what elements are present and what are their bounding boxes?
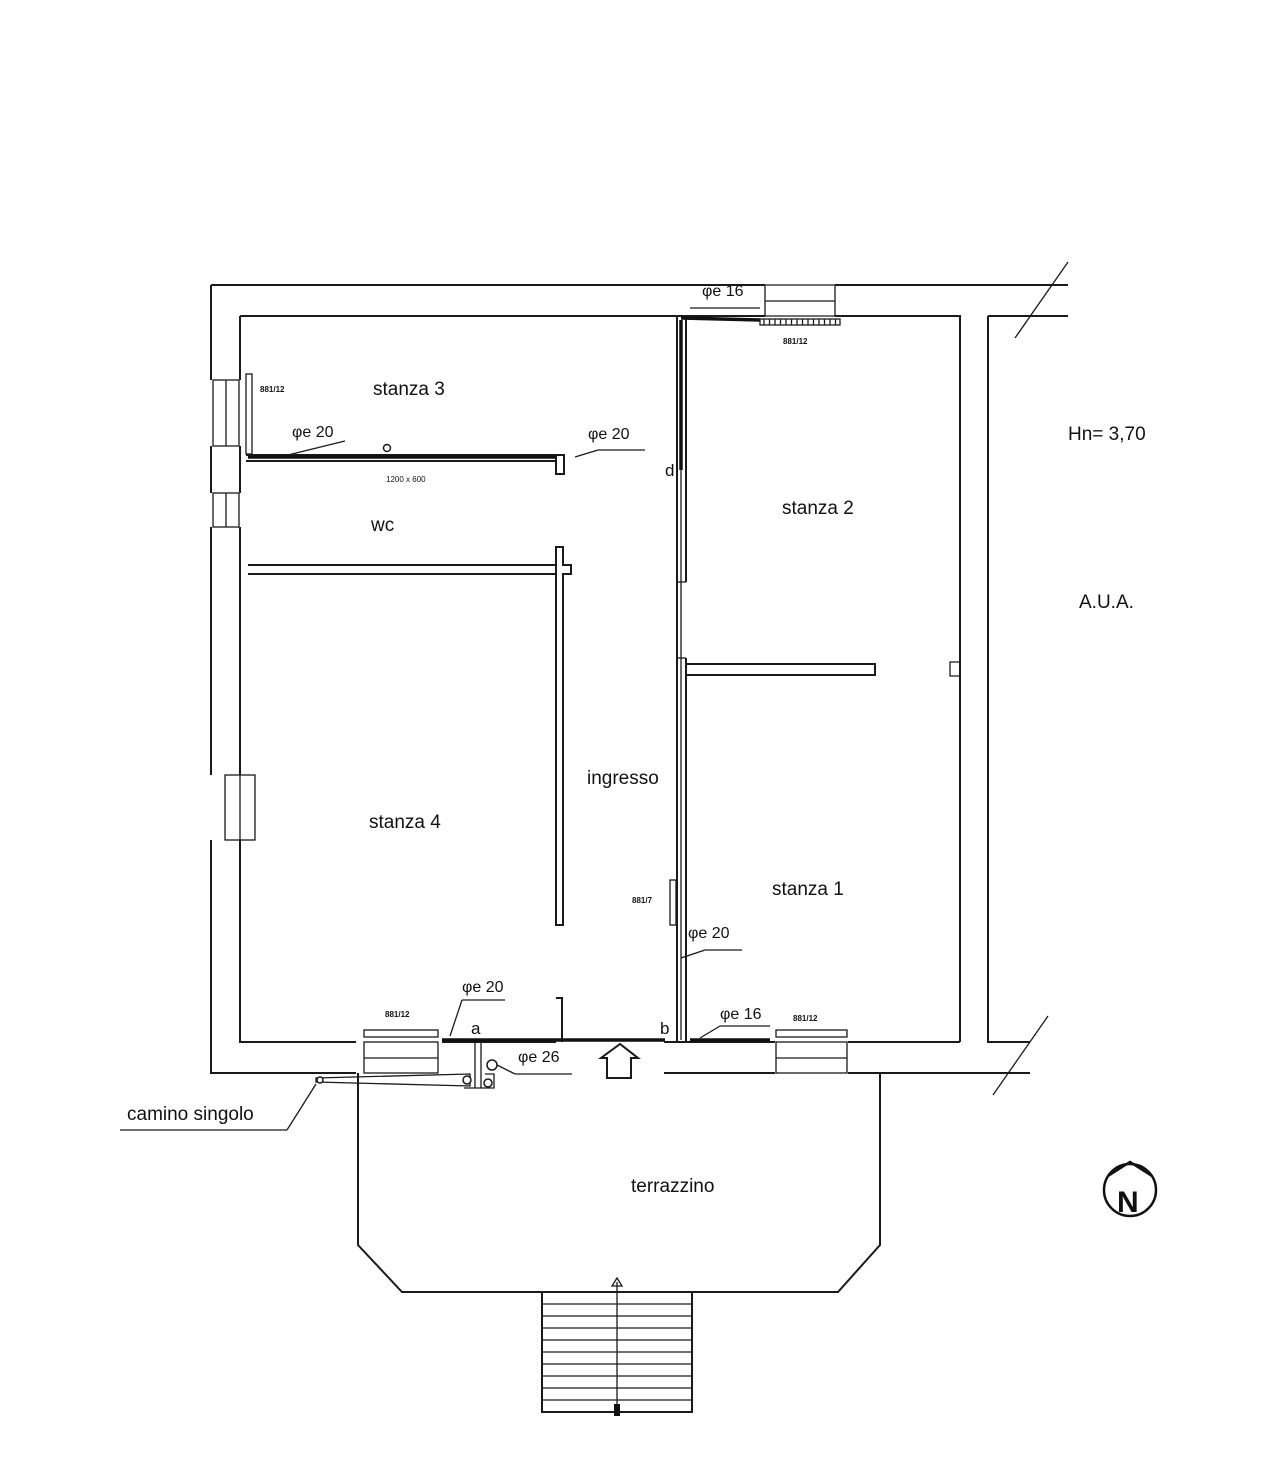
- pipe-label-top: φe 16: [702, 283, 744, 300]
- radiator-label-ingresso: 881/7: [632, 896, 653, 905]
- labels: stanza 3 stanza 2 wc ingresso stanza 4 s…: [127, 283, 1146, 1219]
- room-label-stanza2: stanza 2: [782, 498, 854, 519]
- room-label-stanza1: stanza 1: [772, 879, 844, 900]
- chimney: [120, 1073, 495, 1131]
- pipe-label-stanza3-right: φe 20: [588, 426, 630, 443]
- point-d: d: [665, 461, 674, 480]
- radiator-label-bottom-left: 881/12: [385, 1010, 410, 1019]
- pipe-label-right: φe 20: [688, 925, 730, 942]
- radiator-label-top-right: 881/12: [783, 337, 808, 346]
- height-note: Hn= 3,70: [1068, 424, 1146, 445]
- outer-walls: [210, 261, 1069, 1096]
- pipe-label-bottom-left: φe 20: [462, 979, 504, 996]
- room-label-stanza3: stanza 3: [373, 379, 445, 400]
- chimney-label: camino singolo: [127, 1104, 254, 1125]
- room-label-stanza4: stanza 4: [369, 812, 441, 833]
- room-label-wc: wc: [370, 515, 394, 536]
- pipe-label-stanza3-left: φe 20: [292, 424, 334, 441]
- radiators: [245, 318, 848, 1038]
- north-compass-icon: [1102, 1160, 1158, 1218]
- radiator-label-stanza3: 881/12: [260, 385, 285, 394]
- entrance-arrow-icon: [597, 1042, 641, 1079]
- vent-size-label: 1200 x 600: [386, 475, 426, 484]
- compass-letter: N: [1117, 1186, 1139, 1219]
- room-label-terrazzino: terrazzino: [631, 1176, 714, 1197]
- pipes: [248, 307, 770, 1088]
- interior-walls: [246, 316, 876, 1042]
- radiator-label-bottom-right: 881/12: [793, 1014, 818, 1023]
- windows: [207, 281, 960, 1076]
- room-label-ingresso: ingresso: [587, 768, 659, 789]
- point-b: b: [660, 1019, 669, 1038]
- pipe-label-bottom-right: φe 16: [720, 1006, 762, 1023]
- pipe-label-bottom-26: φe 26: [518, 1049, 560, 1066]
- terrace: [357, 1073, 881, 1416]
- room-label-aua: A.U.A.: [1079, 592, 1134, 613]
- point-a: a: [471, 1019, 481, 1038]
